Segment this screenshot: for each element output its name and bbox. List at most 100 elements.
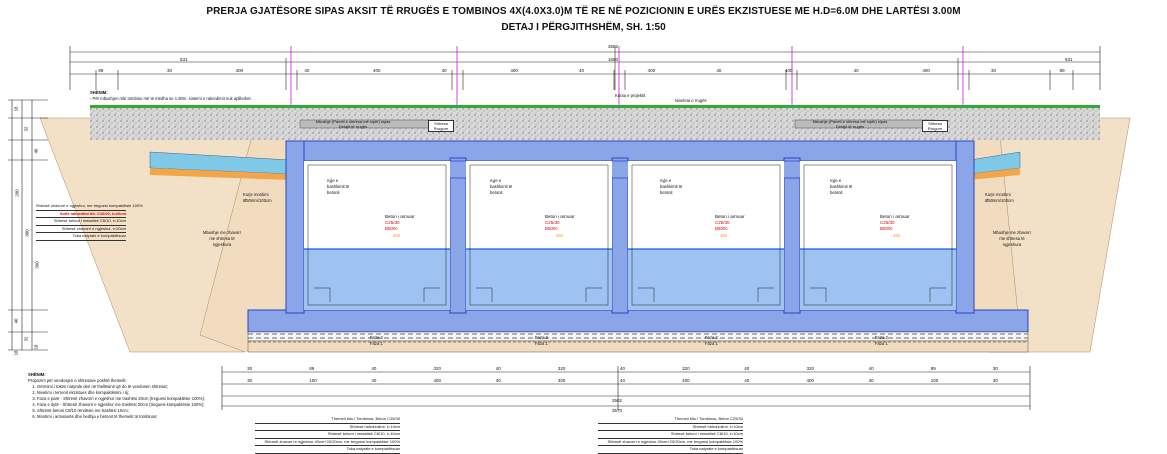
- cell4-joint: nyje e bashkimit të betonit: [830, 178, 853, 195]
- top-note: SHËNIM: - Për mbushjen mbi tombino më të…: [90, 90, 252, 102]
- road-gravel-layer: [90, 108, 1100, 140]
- drawing-subtitle: DETAJ I PËRGJITHSHËM, SH. 1:50: [501, 22, 666, 33]
- mbushje-left: Mbushje (Paneti e shtresa më sipër) sipa…: [315, 119, 391, 129]
- cell3-joint: nyje e bashkimit të betonit: [660, 178, 683, 195]
- dim-total-top: 3502: [608, 44, 619, 49]
- left-legend: Shtresë zhavorri e ngjeshur, me treguesi…: [36, 203, 143, 241]
- grass-surface: [90, 105, 1100, 108]
- bottom-dim-a-13: 30: [992, 366, 998, 371]
- top-dim-8: 40: [579, 68, 585, 73]
- bottom-dim-b-6: 400: [557, 378, 566, 383]
- top-note-heading: SHËNIM:: [90, 90, 108, 95]
- bottom-dim-a-1: 30: [247, 366, 253, 371]
- top-dim-2: 30: [167, 68, 173, 73]
- left-legend-3: Shtresë betoni i mesatisë C8/10, t=10cm: [36, 218, 126, 226]
- left-dim-9: 18: [33, 344, 39, 350]
- dim-left-outer: 531: [180, 57, 188, 62]
- bottom-dim-a-4: 320: [433, 366, 442, 371]
- bottom-dim-b-2: 100: [309, 378, 317, 383]
- bottom-dim-a-11: 40: [868, 366, 874, 371]
- bottom-dim-a-2: 89: [309, 366, 315, 371]
- bottom-dim-b-9: 40: [744, 378, 750, 383]
- cell1-joint: nyje e bashkimit të betonit: [327, 178, 350, 195]
- bottom-dim-b-12: 100: [930, 378, 939, 383]
- cell1-concrete: Beton i armuar C25/30 B500c: [385, 214, 415, 231]
- bottom-dim-a-5: 40: [495, 366, 501, 371]
- foundation-base: [247, 340, 1029, 353]
- top-dim-12: 40: [853, 68, 859, 73]
- top-dim-7: 400: [510, 68, 518, 73]
- bottom-dim-b-7: 40: [620, 378, 626, 383]
- left-dim-4: 200: [14, 189, 20, 197]
- dim-450-c4: 450: [893, 233, 900, 238]
- dim-450-c3: 450: [720, 233, 727, 238]
- bottom-dim-a-12: 89: [930, 366, 936, 371]
- left-dim-7: 40: [13, 318, 19, 324]
- rebar-outlines: [307, 164, 953, 306]
- bottom-dimension-lines: [221, 366, 1031, 410]
- bottom-dim-b-11: 40: [868, 378, 874, 383]
- bottom-dim-b-13: 30: [992, 378, 998, 383]
- top-dimension-lines: [69, 46, 1101, 90]
- dim-450-c1: 450: [393, 233, 400, 238]
- cell2-concrete: Beton i armuar C25/30 B500c: [545, 214, 575, 231]
- drawing-title: PRERJA GJATËSORE SIPAS AKSIT TË RRUGËS E…: [206, 6, 961, 17]
- top-dim-4: 40: [304, 68, 310, 73]
- cell2-joint: nyje e bashkimit të betonit: [490, 178, 513, 195]
- bottom-note: SHËNIM: Propozim për vendosjen e shtresa…: [28, 372, 205, 420]
- kurje-left: Kurje montimi Ø50mm/100cm: [243, 192, 272, 203]
- culvert-cells: [304, 161, 956, 310]
- left-legend-5: Toka natyrale e kompaktësuar: [36, 233, 126, 241]
- top-dim-1: 89: [98, 68, 104, 73]
- foundation-gravel: [247, 331, 1029, 342]
- stresa-right: Shtresa Rrugore: [922, 120, 948, 132]
- bottom-dim-b-4: 400: [433, 378, 442, 383]
- cota-label: Kuota e projektit: [615, 93, 646, 98]
- left-legend-4: Shtresë zhavorri e ngjeshur, t=20cm: [36, 226, 126, 233]
- top-dim-3: 400: [235, 68, 244, 73]
- bottom-dim-b-1: 30: [247, 378, 253, 383]
- dim-center-top: 1650: [608, 57, 619, 62]
- top-dim-5: 400: [373, 68, 381, 73]
- dim-total-bottom-b: 3570: [612, 408, 623, 413]
- bottom-dim-a-6: 320: [557, 366, 566, 371]
- bottom-dim-a-8: 320: [682, 366, 690, 371]
- niveleta-label: Niveleta e rrugës: [675, 98, 707, 103]
- top-note-text: - Për mbushjen mbi tombino më të mëdha s…: [90, 96, 252, 101]
- mbushje-side-left: Mbushje me zhavorr me shtresa të ngjeshu…: [203, 230, 241, 247]
- left-legend-1: Shtresë zhavorri e ngjeshur, me treguesi…: [36, 203, 143, 211]
- top-dim-9: 400: [647, 68, 656, 73]
- left-legend-2: Sollë rakordimi bit. C16/20, t=20cm: [36, 211, 126, 218]
- bottom-dim-a-10: 320: [806, 366, 814, 371]
- bottom-dim-a-3: 40: [371, 366, 377, 371]
- bottom-dim-b-10: 400: [806, 378, 814, 383]
- kurje-right: Kurje montimi Ø50mm/100cm: [985, 192, 1014, 203]
- dim-right-outer: 531: [1065, 57, 1073, 62]
- top-dim-13: 400: [922, 68, 930, 73]
- left-dim-6: 390: [34, 261, 40, 269]
- top-dim-6: 40: [441, 68, 447, 73]
- bottom-dim-b-3: 40: [371, 378, 377, 383]
- top-dim-15: 89: [1059, 68, 1065, 73]
- bottom-dim-a-9: 40: [744, 366, 750, 371]
- left-dim-1: 18: [13, 106, 19, 112]
- bottom-dim-b-8: 400: [682, 378, 690, 383]
- left-dim-5: 300: [24, 229, 30, 237]
- top-dim-11: 400: [785, 68, 793, 73]
- left-dim-3: 40: [33, 148, 39, 154]
- left-dim-2: 32: [23, 126, 29, 132]
- bottom-dim-b-5: 40: [495, 378, 501, 383]
- bottom-dim-a-7: 40: [620, 366, 626, 371]
- left-dim-8: 32: [23, 336, 29, 342]
- left-dim-10: 18: [13, 350, 19, 356]
- mbushje-side-right: Mbushje me zhavorr me shtresa të ngjeshu…: [993, 230, 1031, 247]
- top-dim-14: 30: [991, 68, 997, 73]
- mbushje-right: Mbushje (Paneti e shtresa më sipër) sipa…: [812, 119, 888, 129]
